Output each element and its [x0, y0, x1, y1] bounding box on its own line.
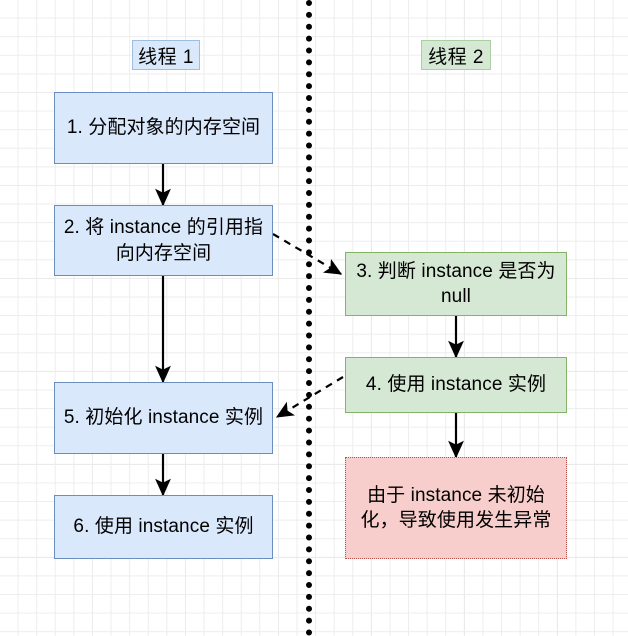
- node-step-6-use-instance[interactable]: 6. 使用 instance 实例: [54, 495, 273, 559]
- lane-title-thread-1: 线程 1: [132, 40, 200, 70]
- node-step-4-use-instance[interactable]: 4. 使用 instance 实例: [345, 357, 567, 413]
- node-exception-uninitialized[interactable]: 由于 instance 未初始化，导致使用发生异常: [345, 457, 567, 559]
- node-step-5-initialize-instance[interactable]: 5. 初始化 instance 实例: [54, 382, 273, 454]
- node-step-1-allocate-memory[interactable]: 1. 分配对象的内存空间: [54, 92, 273, 164]
- lane-title-thread-2: 线程 2: [421, 40, 491, 70]
- thread-lane-divider: [306, 0, 312, 636]
- node-step-2-point-reference[interactable]: 2. 将 instance 的引用指向内存空间: [54, 205, 273, 276]
- node-step-3-check-null[interactable]: 3. 判断 instance 是否为 null: [345, 252, 567, 316]
